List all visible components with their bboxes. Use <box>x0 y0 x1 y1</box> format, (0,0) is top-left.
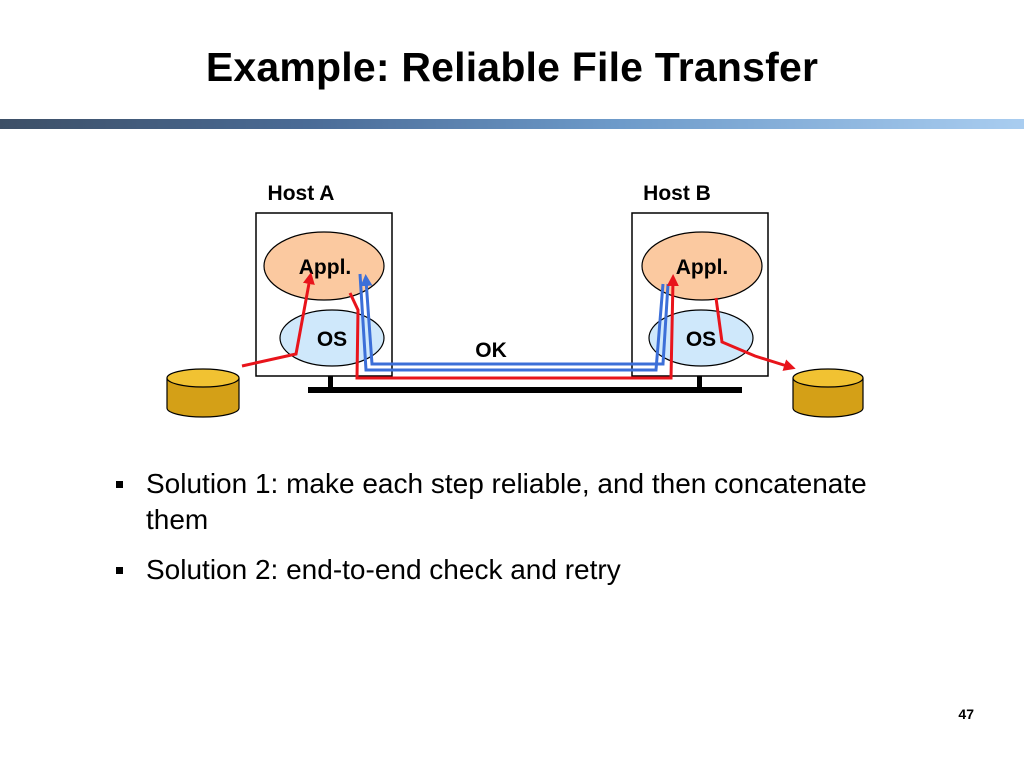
host-a-label: Host A <box>268 182 335 205</box>
host-b-app-label: Appl. <box>676 256 729 279</box>
bullet-text: Solution 2: end-to-end check and retry <box>146 554 621 585</box>
host-b-connector <box>697 376 702 388</box>
host-a-os-label: OS <box>317 328 347 351</box>
host-a-app-ellipse <box>263 231 385 301</box>
disk-b-icon <box>792 368 864 418</box>
blue-path-inner <box>360 274 670 366</box>
bullet-item-2: Solution 2: end-to-end check and retry <box>112 552 932 588</box>
title-divider <box>0 119 1024 129</box>
host-b-os-ellipse <box>648 309 754 367</box>
square-bullet-icon <box>116 481 123 488</box>
red-transfer-path <box>348 274 679 380</box>
bullet-text: Solution 1: make each step reliable, and… <box>146 468 867 535</box>
host-a-connector <box>328 376 333 388</box>
host-a-app-label: Appl. <box>299 256 352 279</box>
network-bus <box>308 387 742 393</box>
disk-a-icon <box>166 368 240 418</box>
blue-path-outer <box>358 273 665 372</box>
square-bullet-icon <box>116 567 123 574</box>
red-read-path <box>241 272 315 368</box>
host-b-label: Host B <box>643 182 711 205</box>
bullet-list: Solution 1: make each step reliable, and… <box>112 466 932 602</box>
bullet-item-1: Solution 1: make each step reliable, and… <box>112 466 932 538</box>
ok-label: OK <box>475 339 507 362</box>
slide-title: Example: Reliable File Transfer <box>205 44 819 90</box>
red-write-path <box>714 297 796 371</box>
host-b-os-label: OS <box>686 328 716 351</box>
page-number: 47 <box>958 706 974 722</box>
